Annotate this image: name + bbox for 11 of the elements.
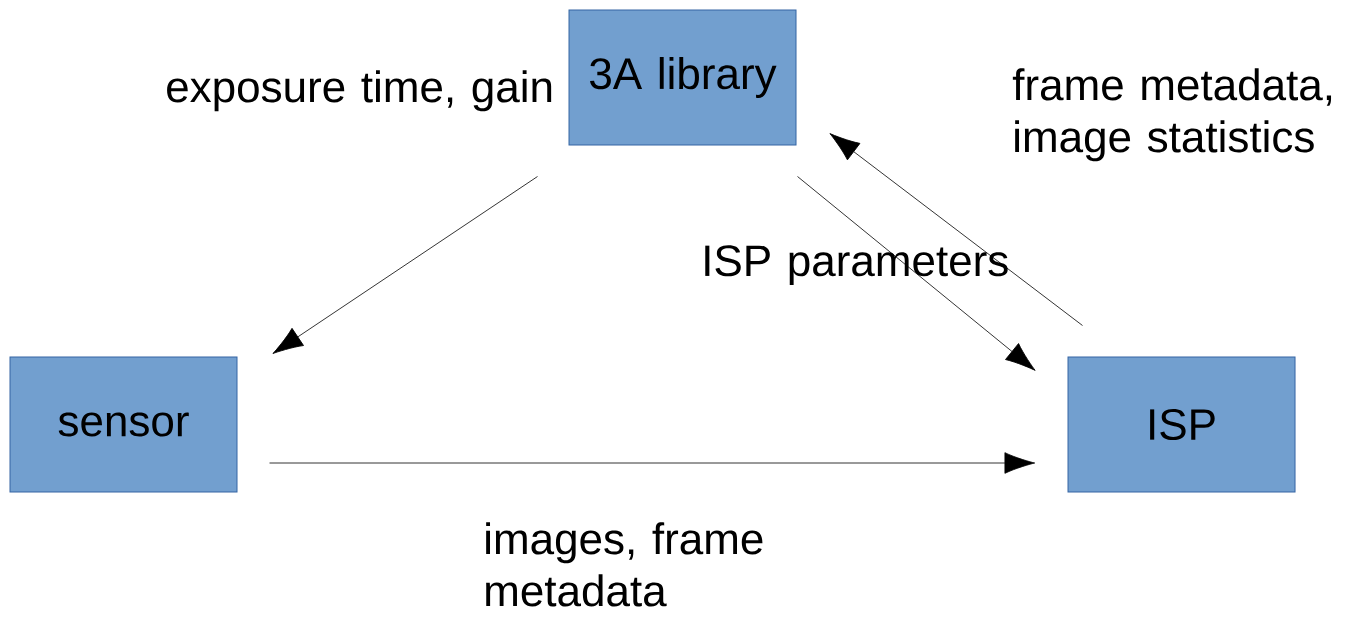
process-box: 3A library xyxy=(568,9,797,146)
arrow xyxy=(797,176,1036,371)
edge-label: images, frame metadata xyxy=(486,522,763,607)
process-box: sensor xyxy=(9,356,238,493)
arrow xyxy=(272,176,538,354)
edge-label: exposure time, gain xyxy=(167,70,552,112)
edge-label: ISP parameters xyxy=(705,245,1008,286)
arrow xyxy=(829,133,1083,326)
edge-label: frame metadata, image statistics xyxy=(1012,68,1332,162)
process-box: ISP xyxy=(1067,356,1296,493)
arrow xyxy=(269,452,1036,474)
